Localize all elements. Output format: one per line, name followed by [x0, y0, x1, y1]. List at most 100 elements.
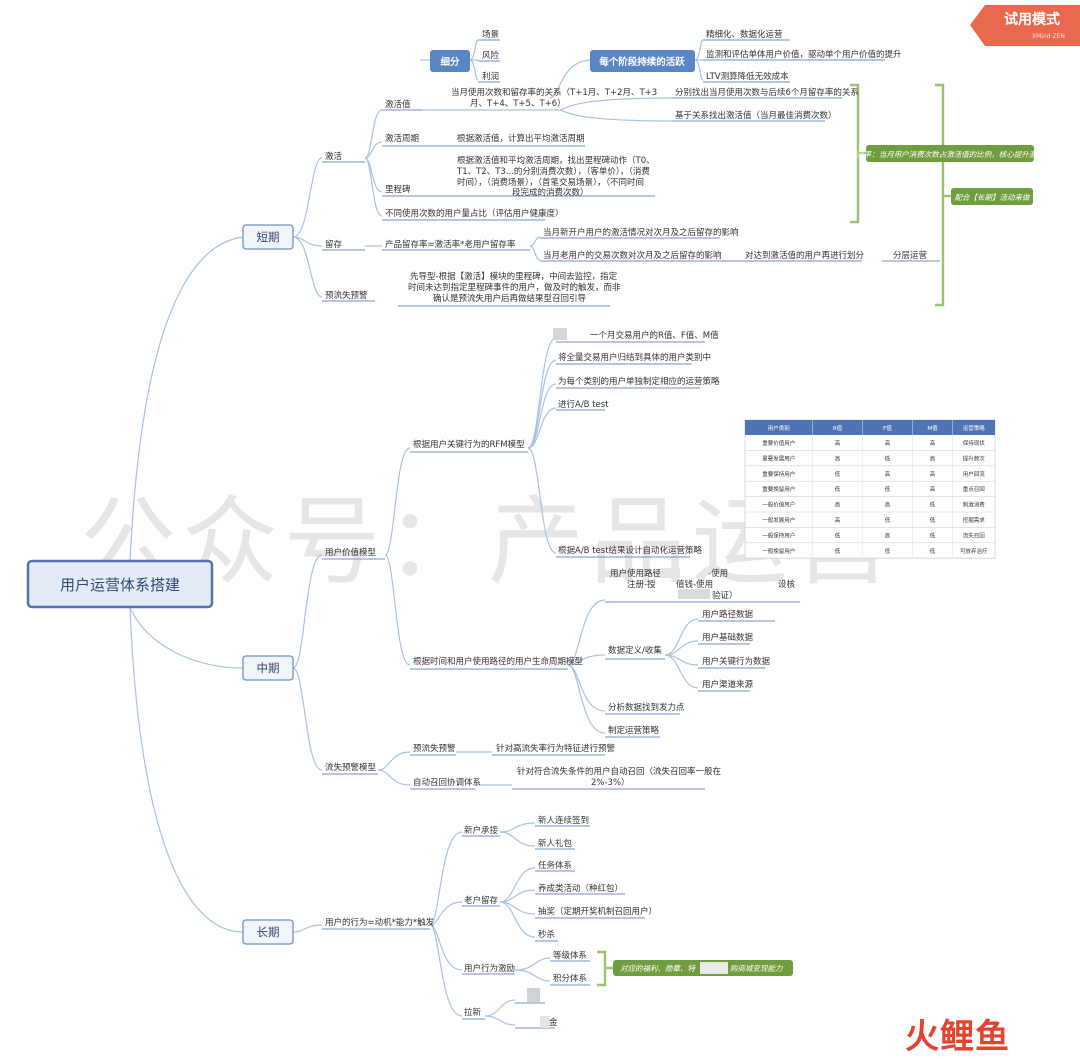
data-item: 用户关键行为数据	[702, 656, 771, 667]
note-with-long-term[interactable]: 配合【长期】活动来做	[951, 188, 1033, 205]
topic-segment[interactable]: 细分	[430, 50, 470, 72]
segment-item: 风险	[482, 50, 500, 61]
branch-short[interactable]: 短期	[242, 224, 294, 250]
rfm-table-frame	[744, 419, 996, 559]
newbie-item: 新人礼包	[538, 838, 573, 849]
branch-short-label: 短期	[257, 230, 280, 244]
summary-brackets	[597, 83, 951, 987]
pre-churn-topic: 预流失预警	[413, 743, 456, 754]
note-activation-rate[interactable]: 激活率：当月用户消费次数占激活值的比例，核心提升激活率	[849, 145, 1053, 162]
note-incentive[interactable]: 对应的福利、勋章、特 购商城变现能力	[613, 960, 793, 976]
rfm-cell: 高	[930, 454, 936, 462]
retention-formula: 产品留存率=激活率*老用户留存率	[385, 239, 516, 250]
rfm-cell: 刺激消费	[963, 501, 986, 509]
rfm-cell: 一般价值用户	[762, 501, 795, 509]
old-user-topic: 老户留存	[464, 895, 499, 906]
rfm-cell: 可放弃治疗	[960, 547, 988, 555]
rfm-cell: 低	[885, 485, 891, 493]
retention-topic: 留存	[325, 239, 343, 250]
activation-value-desc: 月、T+4、T+5、T+6）	[470, 98, 566, 109]
activation-value-desc: 当月使用次数和留存率的关系（T+1月、T+2月、T+3	[451, 87, 657, 98]
trial-mode-badge[interactable]: 试用模式 XMind·ZEN	[970, 5, 1080, 46]
data-item: 用户基础数据	[702, 632, 754, 643]
recall-desc: 针对符合流失条件的用户自动召回（流失召回率一般在	[517, 766, 721, 777]
rfm-header-cell: 运营策略	[963, 424, 986, 432]
activation-cycle-desc: 根据激活值，计算出平均激活周期	[457, 133, 585, 144]
blurred-thumbnail-icon	[660, 568, 680, 578]
user-ratio-topic: 不同使用次数的用户量占比（评估用户健康度）	[385, 208, 564, 219]
churn-model-topic: 流失预警模型	[325, 762, 377, 773]
data-item: 用户路径数据	[702, 609, 754, 620]
rfm-cell: 一般发展用户	[762, 516, 795, 524]
rfm-cell: 高	[930, 485, 936, 493]
rfm-cell: 流失召回	[963, 531, 986, 539]
rfm-cell: 一般保持用户	[762, 531, 795, 539]
rfm-cell: 低	[885, 454, 891, 462]
recall-desc: 2%-3%）	[591, 777, 630, 788]
rfm-cell: 保持现状	[963, 439, 986, 447]
blurred-thumbnail-icon	[678, 589, 710, 599]
activate-topic: 激活	[325, 151, 343, 162]
rfm-cell: 高	[930, 470, 936, 478]
old-user-item: 抽奖（定期开奖机制召回用户）	[538, 906, 657, 917]
badge-subtitle: XMind·ZEN	[1032, 33, 1065, 40]
old-user-item: 养成类活动（种红包）	[538, 883, 623, 894]
activation-value-topic: 激活值	[385, 99, 411, 110]
blurred-thumbnail-icon	[553, 328, 567, 340]
branch-mid[interactable]: 中期	[242, 655, 294, 681]
rfm-cell: 重要价值用户	[762, 439, 795, 447]
rfm-cell: 一般挽留用户	[762, 547, 795, 555]
lifecycle-path: 注册-授	[627, 579, 656, 590]
topic-stage-active[interactable]: 每个阶段持续的活跃	[590, 50, 695, 72]
rfm-cell: 高	[835, 454, 841, 462]
rfm-cell: 低	[885, 547, 891, 555]
milestone-topic: 里程碑	[385, 184, 411, 195]
lifecycle-path: 值钱-使用	[676, 579, 713, 590]
rfm-cell: 低	[930, 547, 936, 555]
lifecycle-path: -使用	[708, 568, 728, 579]
rfm-cell: 重点召回	[963, 485, 986, 493]
layered-operation: 分层运营	[893, 250, 927, 261]
branch-long[interactable]: 长期	[242, 919, 294, 945]
activation-cycle-topic: 激活周期	[385, 133, 419, 144]
rfm-step: 为每个类别的用户单独制定相应的运营策略	[558, 376, 720, 387]
segment-item: 场景	[482, 30, 499, 40]
old-user-item: 秒杀	[538, 929, 556, 940]
pre-churn-desc: 针对高流失率行为特征进行预警	[496, 743, 616, 754]
rfm-cell: 高	[885, 439, 891, 447]
rfm-cell: 重要保持用户	[762, 470, 795, 478]
rfm-cell: 用户回流	[963, 470, 986, 478]
segment-item: 利润	[482, 71, 499, 82]
root-node[interactable]: 用户运营体系搭建	[26, 559, 214, 609]
behavior-formula-topic: 用户的行为=动机*能力*触发	[325, 917, 435, 928]
branch-mid-label: 中期	[257, 661, 280, 675]
retention-old-users: 当月老用户的交易次数对次月及之后留存的影响	[543, 250, 722, 261]
rfm-cell: 高	[930, 439, 936, 447]
topic-underlines	[322, 39, 940, 1029]
stage-item: 精细化、数据化运营	[706, 29, 783, 40]
rfm-cell: 重要发展用户	[762, 454, 795, 462]
rfm-cell: 低	[930, 501, 936, 509]
blurred-thumbnail-icon	[540, 1016, 550, 1028]
churn-warning-desc: 先导型-根据【激活】模块的里程碑，中间去监控，指定	[410, 271, 618, 282]
rfm-cell: 低	[930, 531, 936, 539]
old-user-item: 任务体系	[538, 860, 572, 871]
stage-label: 每个阶段持续的活跃	[599, 56, 685, 68]
milestone-desc: 段完成的消费次数）	[512, 187, 589, 198]
badge-title: 试用模式	[1004, 11, 1060, 28]
lifecycle-path: 用户使用路径	[610, 568, 662, 579]
rfm-cell: 低	[835, 485, 841, 493]
rfm-step: 根据A/B test结果设计自动化运营策略	[558, 545, 703, 556]
analysis-topic: 分析数据找到发力点	[608, 702, 685, 713]
retention-new-users: 当月新开户用户的激活情况对次月及之后留存的影响	[543, 227, 739, 238]
rfm-model-topic: 根据用户关键行为的RFM模型	[413, 439, 525, 450]
rfm-cell: 低	[885, 516, 891, 524]
rfm-cell: 提升频次	[963, 454, 986, 462]
rfm-step: 将全量交易用户归结到具体的用户类别中	[558, 352, 711, 363]
newbie-topic: 新户承接	[464, 825, 499, 836]
lifecycle-path: 设核	[778, 579, 796, 590]
data-item: 用户渠道来源	[702, 679, 754, 690]
recall-topic: 自动召回协调体系	[413, 777, 481, 788]
